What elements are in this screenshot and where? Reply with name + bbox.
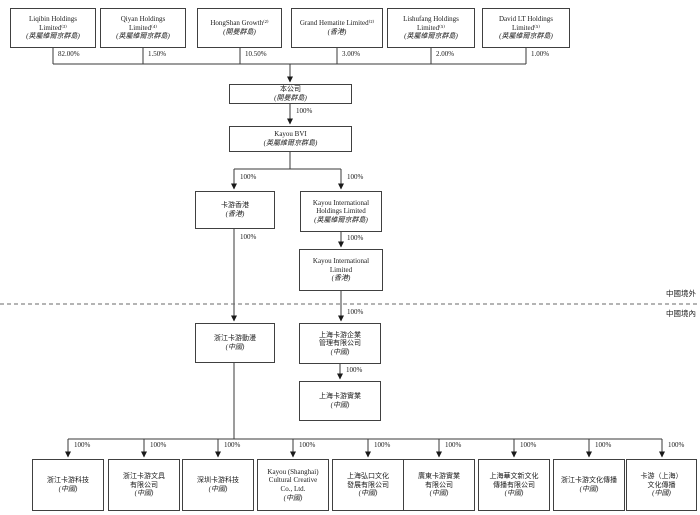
jurisdiction: (中國)	[579, 485, 599, 493]
node-kayou-shanghai-cultural-creative: Kayou (Shanghai) Cultural Creative Co., …	[257, 459, 329, 511]
jurisdiction: (英屬維爾京群島)	[404, 32, 458, 41]
jurisdiction: (中國)	[225, 343, 245, 351]
ownership-pct: 100%	[240, 233, 257, 241]
jurisdiction: (香港)	[331, 274, 351, 283]
ownership-pct: 1.50%	[148, 50, 167, 58]
ownership-pct: 2.00%	[436, 50, 455, 58]
ownership-pct: 82.00%	[58, 50, 80, 58]
ownership-pct: 100%	[347, 173, 364, 181]
company-name: 浙江卡游文具 有限公司	[123, 472, 165, 489]
company-name: 本公司	[280, 85, 301, 94]
company-name: 上海卡游企業 管理有限公司	[319, 330, 361, 348]
jurisdiction: (開曼群島)	[274, 94, 307, 102]
node-the-company: 本公司 (開曼群島)	[229, 84, 352, 104]
jurisdiction: (中國)	[652, 489, 671, 498]
ownership-pct: 10.50%	[245, 50, 267, 58]
jurisdiction: (中國)	[283, 493, 303, 502]
ownership-pct: 3.00%	[342, 50, 361, 58]
node-shanghai-huawenxin-media: 上海華文新文化 傳播有限公司 (中國)	[478, 459, 550, 511]
ownership-pct: 100%	[374, 441, 391, 449]
node-kayou-hk: 卡游香港 (香港)	[195, 191, 275, 229]
jurisdiction: (中國)	[504, 489, 524, 498]
ownership-pct: 100%	[347, 234, 364, 242]
ownership-pct: 1.00%	[531, 50, 550, 58]
ownership-pct: 100%	[299, 441, 316, 449]
node-guangdong-kayou-industrial: 廣東卡游實業 有限公司 (中國)	[403, 459, 475, 511]
company-name: Qiyan Holdings Limited⁽⁴⁾	[120, 15, 166, 32]
jurisdiction: (英屬維爾京群島)	[314, 215, 368, 224]
node-zhejiang-kayou-media: 浙江卡游文化傳播 (中國)	[553, 459, 625, 511]
company-name: David LT Holdings Limited⁽⁵⁾	[498, 15, 554, 32]
company-name: 深圳卡游科技	[197, 476, 239, 485]
company-name: 廣東卡游實業 有限公司	[418, 472, 460, 489]
ownership-pct: 100%	[347, 308, 364, 316]
company-name: 上海弘口文化 發展有限公司	[347, 472, 389, 489]
company-name: Kayou (Shanghai) Cultural Creative Co., …	[267, 467, 319, 493]
jurisdiction: (中國)	[429, 489, 449, 498]
company-name: 上海卡游實業	[319, 392, 361, 401]
ownership-pct: 100%	[668, 441, 685, 449]
node-kayou-intl-limited: Kayou International Limited (香港)	[299, 249, 383, 291]
company-name: 浙江卡游動漫	[214, 334, 256, 343]
jurisdiction: (中國)	[330, 347, 350, 356]
company-name: Grand Hematite Limited⁽²⁾	[299, 19, 375, 28]
ownership-pct: 100%	[520, 441, 537, 449]
node-zhejiang-kayou-anime: 浙江卡游動漫 (中國)	[195, 323, 275, 363]
node-liqibin-holdings: Liqibin Holdings Limited⁽³⁾ (英屬維爾京群島)	[10, 8, 96, 48]
company-name: Kayou International Limited	[312, 257, 370, 274]
node-zhejiang-kayou-stationery: 浙江卡游文具 有限公司 (中國)	[108, 459, 180, 511]
company-name: 卡游香港	[221, 201, 249, 210]
jurisdiction: (中國)	[134, 489, 154, 498]
jurisdiction: (中國)	[58, 485, 78, 493]
node-shanghai-kayou-industrial: 上海卡游實業 (中國)	[299, 381, 381, 421]
node-kayou-shanghai-media: 卡游（上海） 文化傳播 (中國)	[626, 459, 697, 511]
company-name: 卡游（上海） 文化傳播	[640, 472, 683, 489]
company-name: Kayou International Holdings Limited	[312, 198, 370, 216]
node-shanghai-kayou-mgmt: 上海卡游企業 管理有限公司 (中國)	[299, 323, 381, 364]
company-name: Lishufang Holdings Limited⁽⁵⁾	[403, 15, 459, 32]
node-zhejiang-kayou-tech: 浙江卡游科技 (中國)	[32, 459, 104, 511]
jurisdiction: (中國)	[330, 401, 350, 409]
label-inside-china: 中國境內	[666, 309, 696, 318]
jurisdiction: (中國)	[358, 489, 378, 498]
node-kayou-bvi: Kayou BVI (英屬維爾京群島)	[229, 126, 352, 152]
company-name: 浙江卡游科技	[47, 476, 89, 485]
ownership-pct: 100%	[296, 107, 313, 115]
company-name: 浙江卡游文化傳播	[561, 476, 617, 485]
company-name: Kayou BVI	[274, 130, 307, 139]
ownership-pct: 100%	[346, 366, 363, 374]
jurisdiction: (香港)	[225, 210, 245, 218]
jurisdiction: (英屬維爾京群島)	[26, 32, 80, 41]
label-outside-china: 中國境外	[666, 289, 696, 298]
node-david-lt-holdings: David LT Holdings Limited⁽⁵⁾ (英屬維爾京群島)	[482, 8, 570, 48]
company-name: Liqibin Holdings Limited⁽³⁾	[28, 15, 78, 32]
jurisdiction: (香港)	[327, 28, 347, 36]
jurisdiction: (開曼群島)	[223, 28, 256, 36]
node-shanghai-hongkou-culture: 上海弘口文化 發展有限公司 (中國)	[332, 459, 404, 511]
ownership-pct: 100%	[150, 441, 167, 449]
ownership-pct: 100%	[240, 173, 257, 181]
node-kayou-intl-holdings: Kayou International Holdings Limited (英屬…	[300, 191, 382, 232]
node-qiyan-holdings: Qiyan Holdings Limited⁽⁴⁾ (英屬維爾京群島)	[100, 8, 186, 48]
jurisdiction: (英屬維爾京群島)	[263, 139, 318, 147]
node-grand-hematite: Grand Hematite Limited⁽²⁾ (香港)	[291, 8, 383, 48]
node-lishufang-holdings: Lishufang Holdings Limited⁽⁵⁾ (英屬維爾京群島)	[387, 8, 475, 48]
ownership-pct: 100%	[224, 441, 241, 449]
jurisdiction: (英屬維爾京群島)	[116, 32, 170, 41]
ownership-pct: 100%	[595, 441, 612, 449]
node-shenzhen-kayou-tech: 深圳卡游科技 (中國)	[182, 459, 254, 511]
company-name: 上海華文新文化 傳播有限公司	[489, 472, 539, 489]
ownership-pct: 100%	[445, 441, 462, 449]
jurisdiction: (英屬維爾京群島)	[499, 32, 553, 41]
ownership-pct: 100%	[74, 441, 91, 449]
jurisdiction: (中國)	[208, 485, 228, 493]
node-hongshan-growth: HongShan Growth⁽²⁾ (開曼群島)	[197, 8, 282, 48]
company-name: HongShan Growth⁽²⁾	[210, 19, 269, 28]
